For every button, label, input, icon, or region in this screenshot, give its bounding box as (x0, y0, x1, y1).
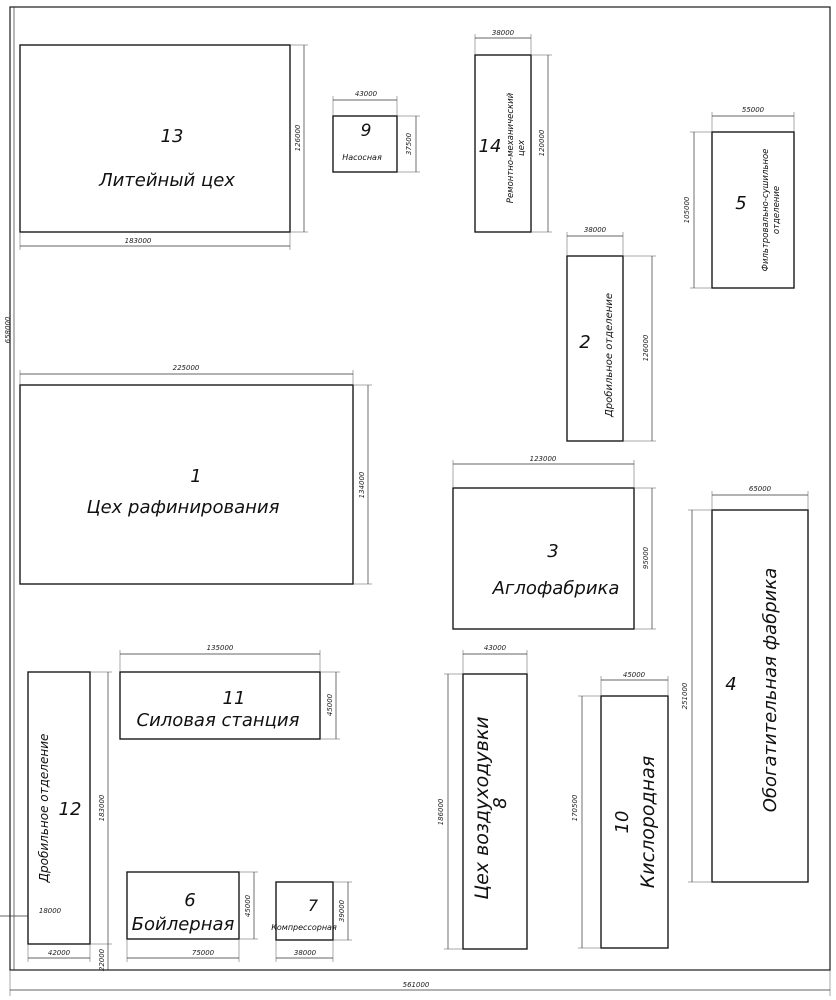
building-14-outline (474, 54, 532, 233)
building-8-width: 43000 (484, 644, 507, 652)
building-3-name: Аглофабрика (492, 578, 620, 599)
building-7-outline (275, 881, 334, 941)
building-8-outline (462, 673, 528, 950)
building-2: 2 Дробильное отделение 38000 126000 (566, 226, 656, 442)
building-7-height: 39000 (338, 899, 346, 922)
building-13-outline (19, 44, 291, 233)
building-10: 10 Кислородная 45000 170500 (571, 671, 669, 949)
building-14-name-line1: Ремонтно-механический (506, 92, 516, 203)
building-14-number: 14 (479, 136, 502, 157)
building-5-width: 55000 (742, 106, 765, 114)
building-2-name: Дробильное отделение (603, 293, 615, 418)
site-height-dimension: 658000 (4, 7, 15, 970)
building-13-width: 183000 (125, 237, 152, 245)
building-10-name: Кислородная (637, 756, 659, 888)
building-10-outline (600, 695, 669, 949)
building-6: 6 Бойлерная 75000 45000 (126, 871, 258, 962)
building-4-height: 251000 (681, 682, 689, 709)
building-5-name-line2: отделение (772, 186, 782, 234)
site-boundary (9, 6, 831, 971)
building-14-name-line2: цех (517, 139, 527, 156)
building-11-name: Силовая станция (137, 710, 300, 731)
building-6-name: Бойлерная (132, 914, 235, 935)
building-1-outline (19, 384, 354, 585)
building-10-width: 45000 (623, 671, 646, 679)
building-7-name: Компрессорная (271, 923, 337, 932)
building-12-gap: 22000 (98, 948, 106, 971)
building-12: 12 Дробильное отделение 42000 183000 180… (0, 671, 112, 971)
building-5-name-line1: Фильтровально-сушильное (761, 149, 771, 272)
building-9-width: 43000 (355, 90, 378, 98)
building-9-name: Насосная (342, 153, 382, 162)
building-4-width: 65000 (749, 485, 772, 493)
building-12-offset: 18000 (39, 907, 62, 915)
building-2-number: 2 (579, 332, 590, 353)
building-4-number: 4 (725, 674, 736, 695)
building-9-outline (332, 115, 398, 173)
building-6-height: 45000 (244, 894, 252, 917)
building-6-width: 75000 (192, 949, 215, 957)
site-width-value: 561000 (403, 981, 430, 989)
building-11-number: 11 (223, 688, 246, 709)
building-10-number: 10 (612, 811, 633, 834)
building-11: 11 Силовая станция 135000 45000 (119, 644, 340, 740)
building-3: 3 Аглофабрика 123000 95000 (452, 455, 656, 630)
building-1-width: 225000 (173, 364, 200, 372)
building-13: 13 Литейный цех 183000 126000 (19, 44, 308, 250)
building-11-width: 135000 (207, 644, 234, 652)
building-4: 4 Обогатительная фабрика 65000 251000 (681, 485, 809, 883)
building-11-outline (119, 671, 321, 740)
building-1: 1 Цех рафинирования 225000 134000 (19, 364, 372, 585)
building-8-height: 186000 (437, 798, 445, 825)
building-9-height: 37500 (405, 132, 413, 155)
building-12-number: 12 (59, 799, 82, 820)
building-10-height: 170500 (571, 794, 579, 821)
building-6-outline (126, 871, 240, 940)
building-14-width: 38000 (492, 29, 515, 37)
building-12-name: Дробильное отделение (37, 734, 51, 884)
building-3-width: 123000 (530, 455, 557, 463)
building-3-number: 3 (547, 541, 558, 562)
building-2-outline (566, 255, 624, 442)
building-5-number: 5 (735, 193, 746, 214)
building-1-number: 1 (190, 466, 201, 487)
building-8: 8 Цех воздуходувки 43000 186000 (437, 644, 528, 950)
building-9-number: 9 (361, 121, 372, 141)
building-13-name: Литейный цех (98, 170, 235, 191)
building-7-width: 38000 (294, 949, 317, 957)
building-13-number: 13 (161, 126, 184, 147)
building-8-name: Цех воздуходувки (471, 716, 493, 899)
building-2-height: 126000 (642, 334, 650, 361)
building-7: 7 Компрессорная 38000 39000 (271, 881, 352, 962)
building-14-height: 120000 (538, 129, 546, 156)
building-3-height: 95000 (642, 546, 650, 569)
building-3-outline (452, 487, 635, 630)
building-13-height: 126000 (294, 124, 302, 151)
building-5: 5 Фильтровально-сушильное отделение 5500… (683, 106, 795, 289)
building-2-width: 38000 (584, 226, 607, 234)
building-7-number: 7 (308, 896, 319, 915)
building-9: 9 Насосная 43000 37500 (332, 90, 420, 173)
building-5-height: 105000 (683, 196, 691, 223)
building-4-outline (711, 509, 809, 883)
building-1-height: 134000 (358, 471, 366, 498)
building-12-width: 42000 (48, 949, 71, 957)
building-4-name: Обогатительная фабрика (760, 568, 781, 813)
building-1-name: Цех рафинирования (87, 497, 280, 518)
building-5-outline (711, 131, 795, 289)
building-11-height: 45000 (326, 693, 334, 716)
site-width-dimension: 561000 (9, 970, 831, 996)
building-14: 14 Ремонтно-механический цех 38000 12000… (474, 29, 552, 233)
building-6-number: 6 (184, 890, 195, 911)
building-12-height: 183000 (98, 794, 106, 821)
site-height-value: 658000 (4, 316, 12, 343)
building-8-number: 8 (490, 797, 511, 808)
building-12-outline (27, 671, 91, 945)
